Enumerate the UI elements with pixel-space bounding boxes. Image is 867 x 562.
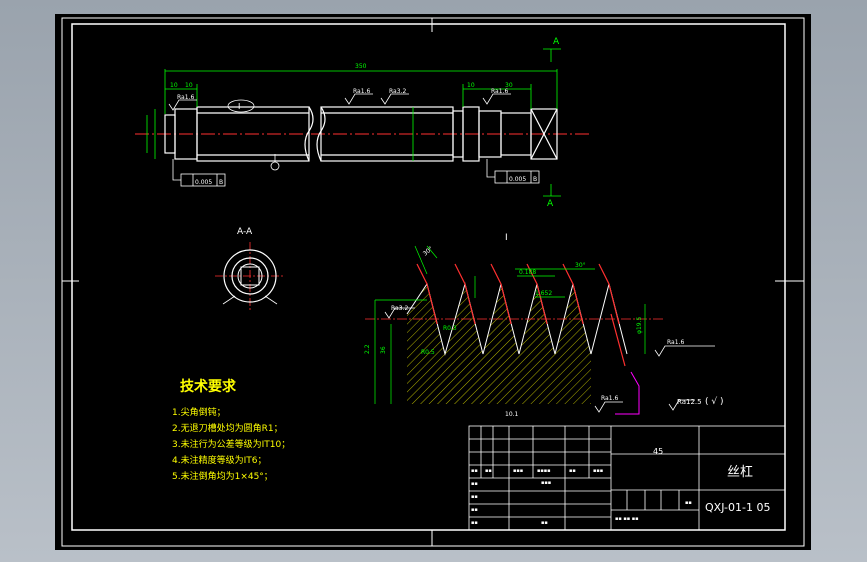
thread-dim-1: 0.188 [519, 269, 536, 276]
main-view-annotations: Ra1.6 Ra3.2 Ra1.6 Ra1.6 0.005 B 0.005 B … [177, 88, 537, 186]
svg-text:▪▪ ▪▪ ▪▪: ▪▪ ▪▪ ▪▪ [615, 516, 639, 522]
cad-drawing-viewport[interactable]: 350 10 10 10 30 A A Ra1.6 Ra3.2 Ra1.6 Ra… [55, 14, 811, 550]
overall-length-label: 350 [355, 63, 367, 70]
svg-text:▪▪▪▪: ▪▪▪▪ [537, 468, 551, 474]
roughness-3: Ra1.6 [491, 88, 508, 95]
svg-text:▪▪: ▪▪ [471, 520, 478, 526]
general-roughness: Ra12.5 [677, 398, 702, 406]
thread-bottom-dim: 10.1 [505, 411, 519, 418]
thread-minor: φ19.5 [636, 317, 643, 335]
thread-height: 2.2 [364, 344, 371, 354]
roughness-2: Ra3.2 [389, 88, 406, 95]
inner-frame [71, 23, 786, 531]
tolerance-left-value: 0.005 [195, 179, 212, 186]
svg-text:▪▪: ▪▪ [471, 468, 478, 474]
drawing-canvas: 350 10 10 10 30 A A Ra1.6 Ra3.2 Ra1.6 Ra… [61, 17, 805, 547]
detail-callout: I [238, 102, 240, 111]
svg-text:▪▪: ▪▪ [471, 494, 478, 500]
dim-right-b: 30 [505, 82, 513, 89]
thread-dim-2: 1.652 [535, 290, 552, 297]
frame-center-marks [62, 18, 804, 546]
section-label-top: A [553, 37, 560, 47]
tech-requirement-item: 4.未注精度等级为IT6； [172, 454, 266, 466]
thread-dim-angle: 30° [575, 262, 586, 269]
section-view-label: A-A [237, 227, 253, 237]
thread-roughness-left: Ra3.2 [391, 305, 408, 312]
roughness-left: Ra1.6 [177, 94, 194, 101]
part-name: 丝杠 [727, 464, 753, 480]
outer-frame [61, 17, 805, 547]
svg-text:▪▪: ▪▪ [471, 481, 478, 487]
dim-left-small: 10 [170, 82, 178, 89]
svg-text:▪▪▪: ▪▪▪ [541, 480, 551, 486]
thread-detail-view: I [365, 233, 715, 415]
svg-text:▪▪: ▪▪ [569, 468, 576, 474]
thread-dim-3: R0.3 [443, 325, 457, 332]
tech-requirement-item: 2.无退刀槽处均为圆角R1； [172, 422, 283, 434]
general-roughness-suffix: ( √ ) [705, 396, 723, 407]
drawing-number: QXJ-01-1 05 [705, 501, 770, 514]
thread-pitch-angle: 30° [422, 245, 435, 257]
svg-text:▪▪: ▪▪ [485, 468, 492, 474]
svg-text:▪▪: ▪▪ [541, 520, 548, 526]
material-label: 45 [653, 447, 663, 456]
dim-right-a: 10 [467, 82, 475, 89]
tech-requirements-title: 技术要求 [180, 378, 237, 395]
title-block: ▪▪ ▪▪ ▪▪▪ ▪▪▪▪ ▪▪ ▪▪▪ ▪▪ ▪▪ ▪▪ ▪▪ ▪▪▪ ▪▪… [468, 425, 786, 531]
tolerance-right-datum: B [533, 176, 537, 183]
thread-roughness-right: Ra1.6 [667, 339, 684, 346]
svg-text:▪▪▪: ▪▪▪ [593, 468, 603, 474]
section-label-bottom: A [547, 199, 554, 209]
tech-requirement-item: 3.未注行为公差等级为IT10； [172, 438, 290, 450]
thread-root-radius: R0.5 [421, 349, 435, 356]
roughness-1: Ra1.6 [353, 88, 370, 95]
tolerance-right-value: 0.005 [509, 176, 526, 183]
svg-text:▪▪: ▪▪ [471, 507, 478, 513]
dim-left-small2: 10 [185, 82, 193, 89]
detail-label: I [505, 233, 508, 243]
shaft-main-view [135, 48, 590, 197]
main-view-dimensions: 350 10 10 10 30 A A [170, 37, 560, 209]
tech-requirements: 技术要求 1.尖角倒钝； 2.无退刀槽处均为圆角R1； 3.未注行为公差等级为I… [172, 378, 290, 482]
thread-major: 36 [380, 346, 387, 354]
tech-requirement-item: 1.尖角倒钝； [172, 406, 226, 418]
svg-text:▪▪: ▪▪ [685, 500, 692, 506]
tolerance-left-datum: B [219, 179, 223, 186]
svg-text:▪▪▪: ▪▪▪ [513, 468, 523, 474]
thread-roughness-bottom: Ra1.6 [601, 395, 618, 402]
tech-requirement-item: 5.未注倒角均为1×45°； [172, 470, 273, 482]
section-aa-view: A-A [215, 227, 285, 312]
